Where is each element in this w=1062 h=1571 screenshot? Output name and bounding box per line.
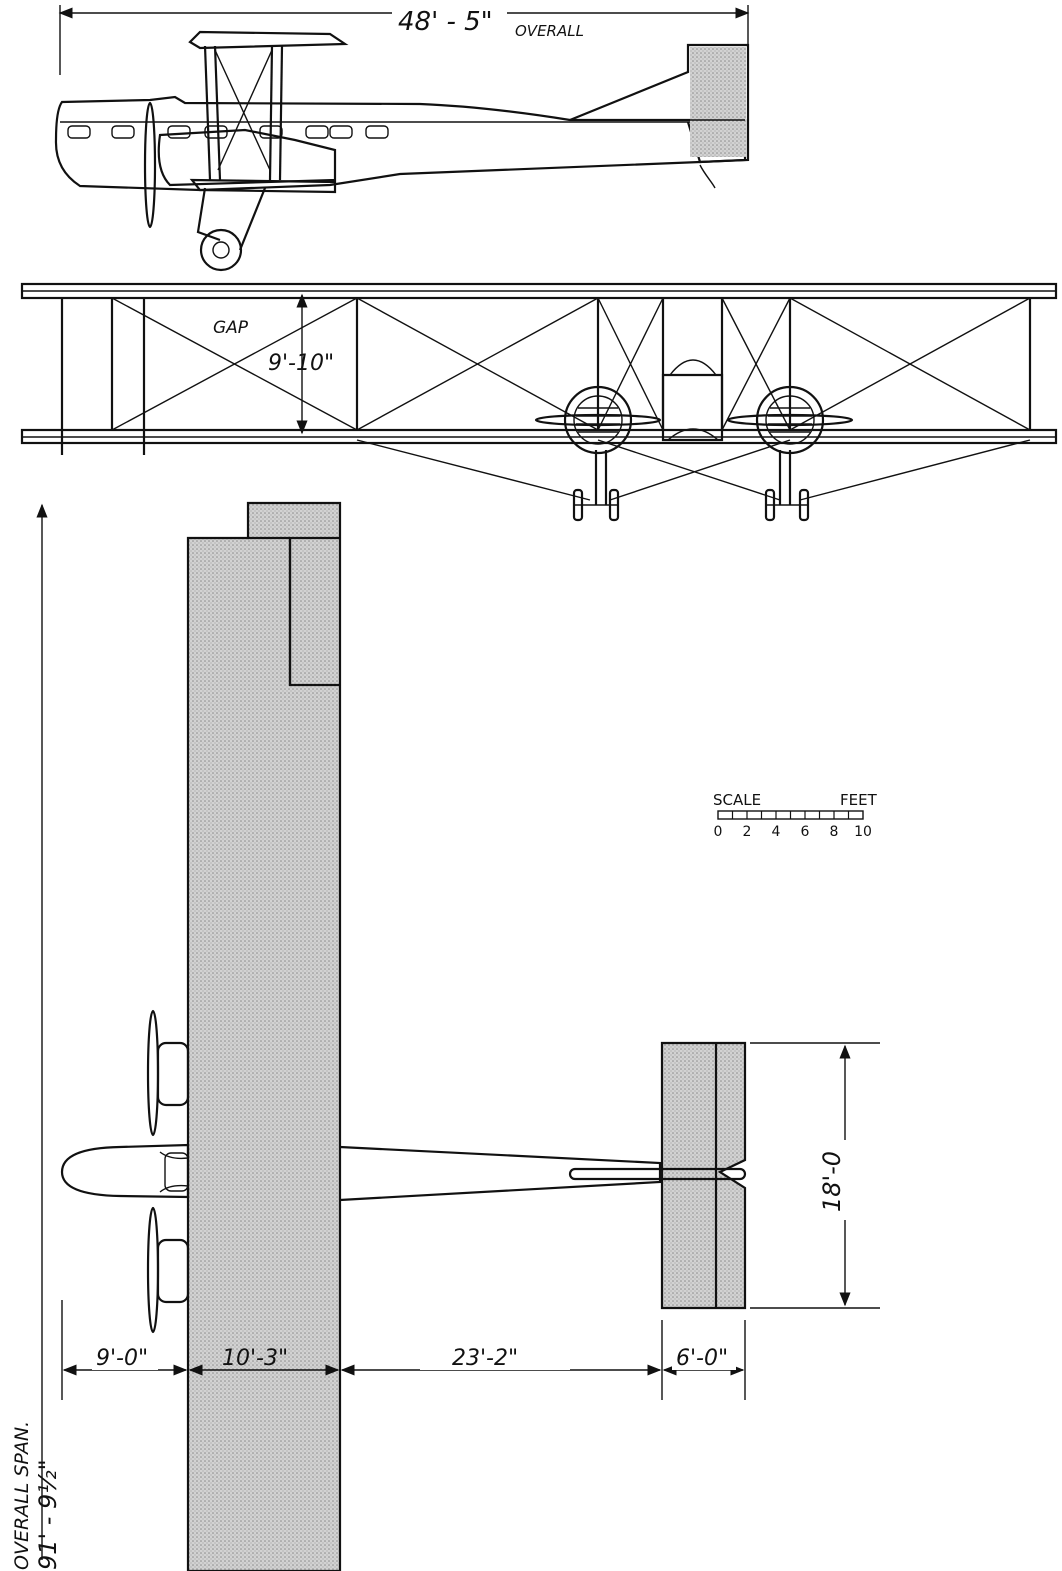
plan-propeller-top <box>146 1009 160 1137</box>
side-engine-nacelle <box>157 128 337 187</box>
side-fuselage <box>54 95 747 192</box>
side-fin <box>569 43 750 164</box>
overall-length-value: 48' - 5" <box>398 7 493 37</box>
scale-tick-label: 4 <box>772 824 781 840</box>
plan-fin-top <box>568 1167 747 1181</box>
tail-span-value: 18'-0 <box>818 1151 846 1212</box>
side-upper-wing <box>188 30 349 50</box>
overall-length-label: OVERALL <box>515 22 584 40</box>
scale-title: SCALE <box>713 791 761 809</box>
plan-fuselage-rear <box>339 1145 662 1202</box>
scale-tick-label: 6 <box>801 824 810 840</box>
side-struts <box>203 45 284 181</box>
side-view: 48' - 5" OVERALL <box>54 2 750 272</box>
front-bracing-wires <box>111 297 1031 501</box>
scale-tick-label: 10 <box>854 824 872 840</box>
plan-engine-bottom <box>146 1206 190 1334</box>
front-interplane-struts <box>60 298 1032 455</box>
front-propeller-right <box>726 413 854 427</box>
chordwise-dimensions: 9'-0" 10'-3" 23'-2" 6'-0" <box>61 1300 746 1400</box>
plan-view: OVERALL SPAN. 91' - 9½" 18'-0 <box>11 501 880 1571</box>
dim-tail-chord: 6'-0" <box>676 1346 728 1371</box>
dim-wing-to-tail: 23'-2" <box>452 1346 518 1371</box>
front-propeller-left <box>534 413 662 427</box>
overall-span-label: OVERALL SPAN. <box>11 1421 33 1570</box>
scale-bar: SCALE FEET 0 2 4 6 8 10 <box>713 791 878 840</box>
front-fuselage <box>661 373 724 442</box>
front-landing-gear <box>572 450 810 522</box>
side-wheel <box>199 228 243 272</box>
plan-main-wing <box>186 501 342 1571</box>
plan-propeller-bottom <box>146 1206 160 1334</box>
gap-value: 9'-10" <box>268 351 334 376</box>
overall-span-value: 91' - 9½" <box>34 1459 62 1570</box>
scale-tick-label: 2 <box>743 824 752 840</box>
scale-units: FEET <box>840 791 878 809</box>
dim-nose-to-wing: 9'-0" <box>96 1346 148 1371</box>
plan-tailplane <box>660 1041 747 1310</box>
scale-tick-label: 0 <box>714 824 723 840</box>
front-view: GAP 9'-10" <box>20 282 1058 522</box>
dim-wing-chord: 10'-3" <box>222 1346 288 1371</box>
side-propeller <box>143 101 157 229</box>
gap-label: GAP <box>213 318 249 338</box>
plan-engine-top <box>146 1009 190 1137</box>
scale-tick-label: 8 <box>830 824 839 840</box>
front-engine-left <box>534 385 662 455</box>
side-landing-gear <box>196 187 267 272</box>
